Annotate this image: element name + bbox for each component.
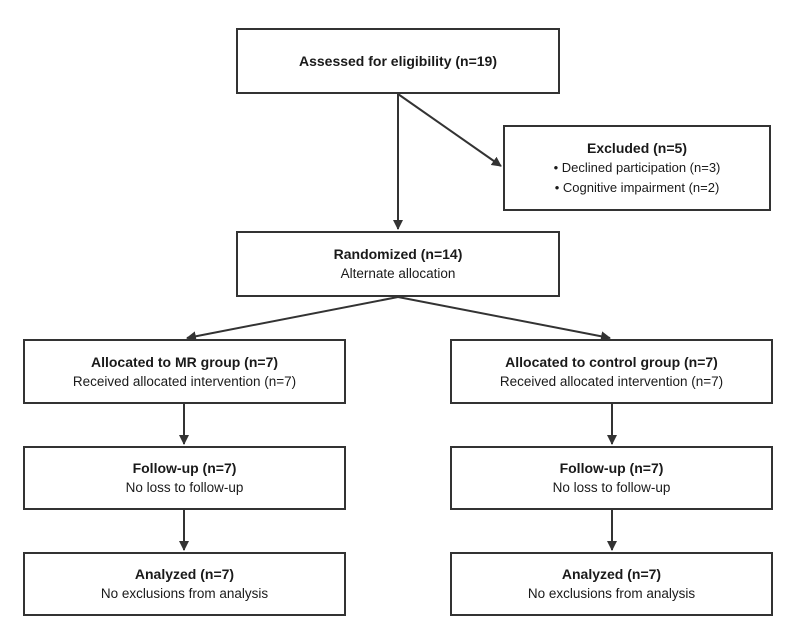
assessed-title: Assessed for eligibility (n=19) (298, 53, 497, 69)
mr-analyzed-title: Analyzed (n=7) (134, 566, 235, 582)
excluded-box: Excluded (n=5) • Declined participation … (503, 125, 771, 211)
mr-allocated-sub: Received allocated intervention (n=7) (72, 373, 297, 389)
arrow-randomized-to-mr (186, 296, 399, 342)
control-followup-title: Follow-up (n=7) (559, 460, 664, 476)
mr-followup-sub: No loss to follow-up (125, 480, 244, 495)
control-allocated-title: Allocated to control group (n=7) (505, 353, 718, 370)
excluded-item: • Declined participation (n=3) (553, 160, 721, 175)
control-followup-box: Follow-up (n=7) No loss to follow-up (450, 446, 773, 510)
excluded-item: • Cognitive impairment (n=2) (554, 180, 720, 195)
mr-allocated-title: Allocated to MR group (n=7) (90, 353, 279, 370)
control-allocated-box: Allocated to control group (n=7) Receive… (450, 339, 773, 404)
control-analyzed-box: Analyzed (n=7) No exclusions from analys… (450, 552, 773, 616)
arrow-randomized-to-control (397, 296, 611, 342)
randomized-box: Randomized (n=14) Alternate allocation (236, 231, 560, 297)
mr-analyzed-sub: No exclusions from analysis (100, 586, 269, 601)
control-allocated-sub: Received allocated intervention (n=7) (499, 373, 724, 389)
randomized-title: Randomized (n=14) (333, 246, 463, 262)
mr-followup-box: Follow-up (n=7) No loss to follow-up (23, 446, 346, 510)
mr-followup-title: Follow-up (n=7) (132, 460, 237, 476)
assessed-box: Assessed for eligibility (n=19) (236, 28, 560, 94)
control-followup-sub: No loss to follow-up (552, 480, 671, 495)
arrow-assessed-to-excluded (397, 93, 502, 167)
mr-analyzed-box: Analyzed (n=7) No exclusions from analys… (23, 552, 346, 616)
control-analyzed-sub: No exclusions from analysis (527, 586, 696, 601)
control-analyzed-title: Analyzed (n=7) (561, 566, 662, 582)
randomized-method: Alternate allocation (340, 266, 456, 281)
mr-allocated-box: Allocated to MR group (n=7) Received all… (23, 339, 346, 404)
excluded-title: Excluded (n=5) (587, 140, 687, 156)
